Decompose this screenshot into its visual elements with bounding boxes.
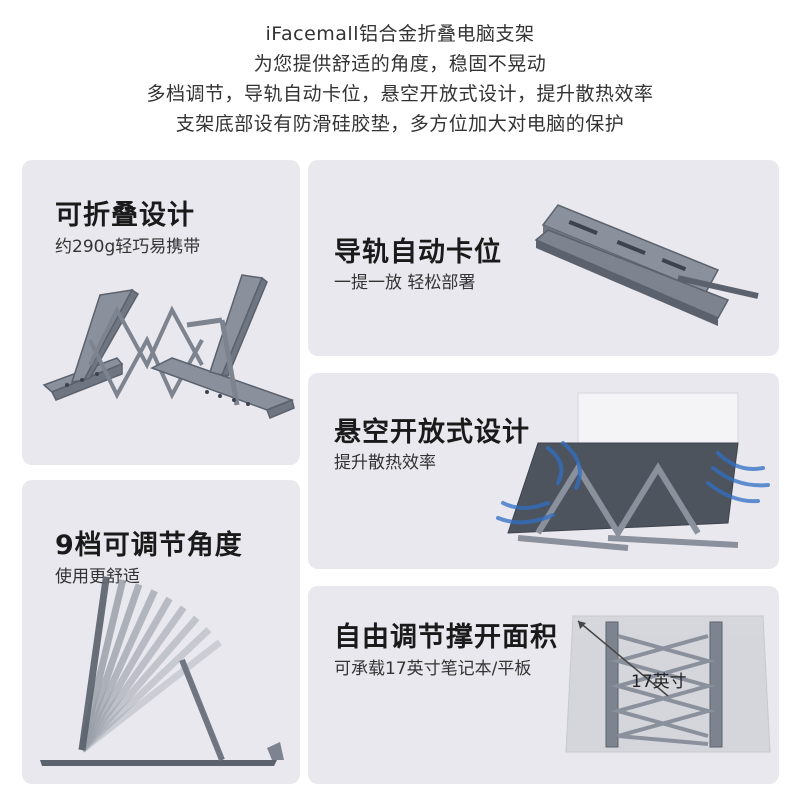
stand-leg (179, 658, 225, 762)
header-title: iFacemall铝合金折叠电脑支架 (265, 23, 535, 45)
header-line-3: 多档调节，导轨自动卡位，悬空开放式设计，提升散热效率 (146, 83, 654, 105)
feature-subtitle: 提升散热效率 (334, 453, 436, 473)
feature-card-ventilation: 悬空开放式设计 提升散热效率 (308, 373, 779, 569)
feature-card-foldable: 可折叠设计 约290g轻巧易携带 (22, 160, 300, 465)
header-line-4: 支架底部设有防滑硅胶垫，多方位加大对电脑的保护 (175, 113, 625, 135)
angle-position-9 (78, 576, 110, 751)
feature-card-size: 自由调节撑开面积 可承载17英寸笔记本/平板 17英寸 (308, 586, 779, 784)
feature-card-rail-lock: 导轨自动卡位 一提一放 轻松部署 (308, 160, 779, 356)
size-label: 17英寸 (631, 672, 687, 692)
feature-title: 9档可调节角度 (55, 530, 243, 561)
folding-stand-image (42, 274, 295, 419)
angle-position-2 (79, 626, 212, 753)
feature-title: 自由调节撑开面积 (334, 622, 558, 653)
header: iFacemall铝合金折叠电脑支架 为您提供舒适的角度，稳固不晃动 多档调节，… (0, 0, 800, 150)
feature-card-angle: 9档可调节角度 使用更舒适 (22, 480, 300, 784)
feature-subtitle: 可承载17英寸笔记本/平板 (334, 659, 532, 679)
feature-title: 可折叠设计 (55, 200, 195, 231)
header-line-2: 为您提供舒适的角度，稳固不晃动 (253, 53, 547, 75)
feature-title: 导轨自动卡位 (334, 237, 502, 268)
feature-title: 悬空开放式设计 (334, 417, 530, 448)
feature-subtitle: 一提一放 轻松部署 (334, 273, 476, 293)
ventilation-image (496, 392, 770, 551)
angle-fan-image (40, 576, 284, 766)
rail-lock-image (534, 204, 759, 326)
feature-subtitle: 约290g轻巧易携带 (55, 237, 201, 257)
angle-position-1 (79, 639, 223, 753)
stand-area-image (565, 615, 771, 753)
